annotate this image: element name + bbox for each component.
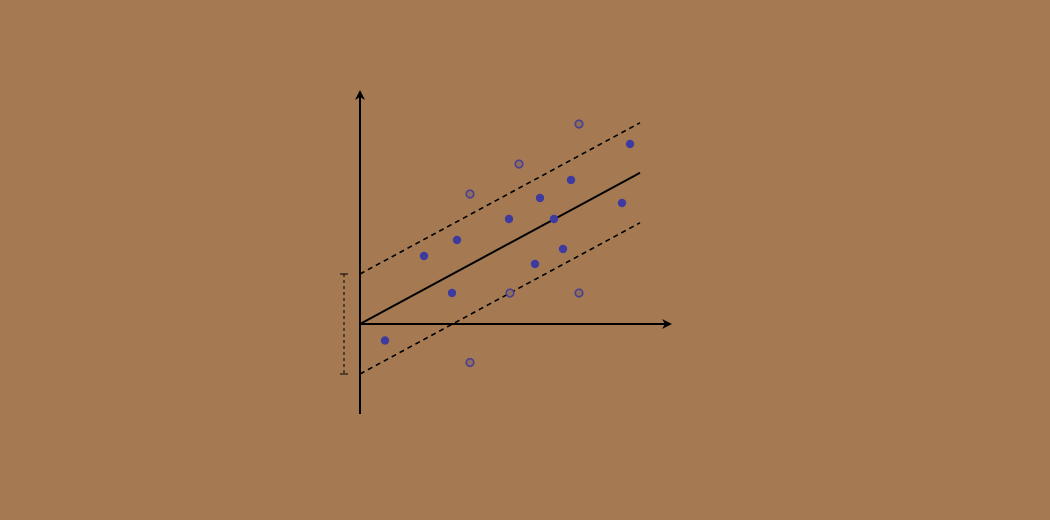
lower-margin-line (359, 222, 641, 375)
data-point-inside-2 (452, 235, 462, 245)
epsilon-bracket (340, 273, 348, 375)
data-point-inside-6 (549, 214, 559, 224)
data-point-outside-1 (514, 159, 524, 169)
regression-line (359, 171, 641, 325)
data-point-inside-5 (535, 193, 545, 203)
data-point-outside-0 (465, 189, 475, 199)
axes (355, 90, 672, 414)
data-point-inside-10 (617, 198, 627, 208)
data-point-inside-1 (419, 251, 429, 261)
data-point-inside-3 (447, 288, 457, 298)
regression-lines (359, 122, 641, 375)
data-point-inside-7 (566, 175, 576, 185)
data-point-inside-8 (530, 259, 540, 269)
data-point-outside-4 (574, 288, 584, 298)
data-point-outside-2 (574, 119, 584, 129)
data-point-outside-3 (505, 288, 515, 298)
data-point-inside-9 (558, 244, 568, 254)
data-point-outside-5 (465, 357, 475, 368)
data-point-inside-11 (625, 139, 635, 149)
data-point-inside-0 (380, 336, 390, 345)
upper-margin-line (359, 122, 641, 275)
data-points (380, 119, 635, 368)
data-point-inside-4 (504, 214, 514, 224)
